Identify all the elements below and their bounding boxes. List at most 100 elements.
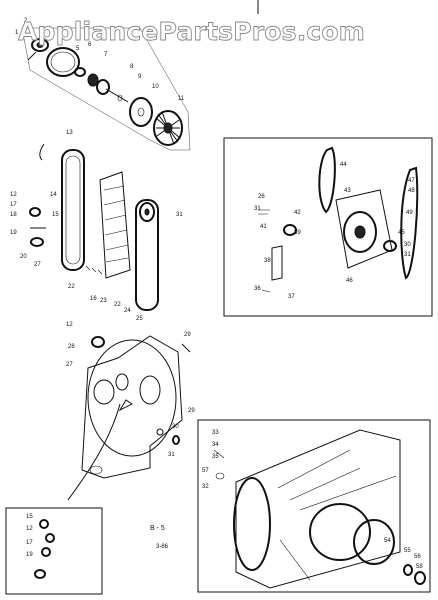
label-28: 28 — [68, 344, 75, 350]
drum-assembly-box — [197, 419, 431, 593]
seal-ring-inner — [50, 51, 76, 73]
label-15: 15 — [52, 212, 59, 218]
panel-opening-right — [139, 375, 161, 405]
label-54: 54 — [384, 538, 391, 544]
label-14: 14 — [50, 192, 57, 198]
label-38: 38 — [264, 258, 271, 264]
label-39: 39 — [294, 230, 301, 236]
label-30: 30 — [404, 242, 411, 248]
label-11: 11 — [178, 96, 185, 102]
label-42: 42 — [294, 210, 301, 216]
idler-pulley-hub — [144, 208, 150, 216]
drum-opening — [309, 503, 371, 561]
label-25: 25 — [136, 316, 143, 322]
label-27b: 27 — [66, 362, 73, 368]
roller-bracket — [30, 237, 44, 247]
switch-part — [283, 224, 297, 236]
inset-detail-box — [5, 507, 103, 595]
wire-line — [67, 403, 121, 501]
label-24: 24 — [124, 308, 131, 314]
label-13: 13 — [66, 130, 73, 136]
rear-panel-assembly — [67, 335, 191, 501]
drum-box-frame — [197, 419, 431, 593]
label-17b: 17 — [26, 540, 33, 546]
blower-wheel — [153, 110, 183, 146]
small-code: 3-86 — [156, 544, 169, 550]
label-5: 5 — [76, 46, 80, 52]
panel-screw — [181, 343, 191, 353]
drive-belt — [61, 149, 85, 271]
drum-rim — [233, 477, 271, 571]
bearing-part — [31, 38, 49, 52]
label-44: 44 — [340, 162, 347, 168]
pulley-wheel — [129, 97, 153, 127]
label-27: 27 — [34, 262, 41, 268]
label-12c: 12 — [26, 526, 33, 532]
drum-baffle-lines — [277, 449, 397, 581]
label-12b: 12 — [66, 322, 73, 328]
bearing-cap — [91, 336, 105, 348]
screw-part — [27, 51, 37, 61]
label-48: 48 — [408, 188, 415, 194]
drum-screw — [213, 449, 225, 459]
motor-housing — [343, 211, 377, 253]
label-8: 8 — [130, 64, 134, 70]
panel-opening-left — [93, 379, 115, 405]
label-45: 45 — [398, 230, 405, 236]
label-1: 1 — [15, 30, 19, 36]
label-16: 16 — [90, 296, 97, 302]
label-12: 12 — [10, 192, 17, 198]
inset-part-c — [41, 547, 51, 557]
label-56: 56 — [414, 554, 421, 560]
motor-screw — [258, 209, 270, 215]
label-18: 18 — [10, 212, 17, 218]
label-6: 6 — [88, 42, 92, 48]
label-58: 58 — [416, 564, 423, 570]
idler-belt — [135, 199, 159, 311]
assembly-outline — [21, 27, 191, 151]
motor-clip — [261, 289, 271, 293]
clip-part — [117, 94, 123, 102]
drum-clip — [215, 472, 225, 480]
drum-bearing — [403, 564, 413, 576]
label-37: 37 — [288, 294, 295, 300]
spring-clip-part — [39, 143, 45, 161]
label-23: 23 — [100, 298, 107, 304]
bracket-ribs — [103, 185, 129, 263]
label-32: 32 — [202, 484, 209, 490]
mount-bracket — [271, 245, 283, 281]
label-31: 31 — [176, 212, 183, 218]
roller-part — [29, 207, 41, 217]
section-code: B - 5 — [150, 525, 165, 532]
panel-opening-top — [115, 373, 129, 391]
rear-panel — [81, 335, 183, 479]
label-57: 57 — [202, 468, 209, 474]
idler-bracket — [99, 171, 131, 279]
label-30b: 30 — [172, 424, 179, 430]
motor-belt-left — [318, 146, 336, 214]
label-31d: 31 — [168, 452, 175, 458]
label-22b: 22 — [114, 302, 121, 308]
label-36: 36 — [254, 286, 261, 292]
motor-box-frame — [223, 137, 433, 317]
drive-belt-inner — [65, 155, 81, 265]
rear-panel-ring — [87, 339, 177, 457]
watermark-text: AppliancePartsPros.com — [18, 17, 365, 46]
drum-seal — [353, 519, 395, 565]
label-2: 2 — [24, 18, 28, 24]
label-31c: 31 — [404, 252, 411, 258]
label-47: 47 — [408, 178, 415, 184]
inset-part-d — [34, 569, 46, 579]
label-9: 9 — [138, 74, 142, 80]
inset-part-a — [39, 519, 49, 529]
fastener-row — [85, 265, 103, 275]
label-17: 17 — [10, 202, 17, 208]
label-33: 33 — [212, 430, 219, 436]
panel-hole-bottom — [89, 465, 103, 475]
bushing-part — [96, 79, 110, 95]
bearing-hub — [36, 42, 44, 48]
label-35: 35 — [212, 454, 219, 460]
drum-roller — [172, 435, 180, 445]
inset-part-b — [45, 533, 55, 543]
